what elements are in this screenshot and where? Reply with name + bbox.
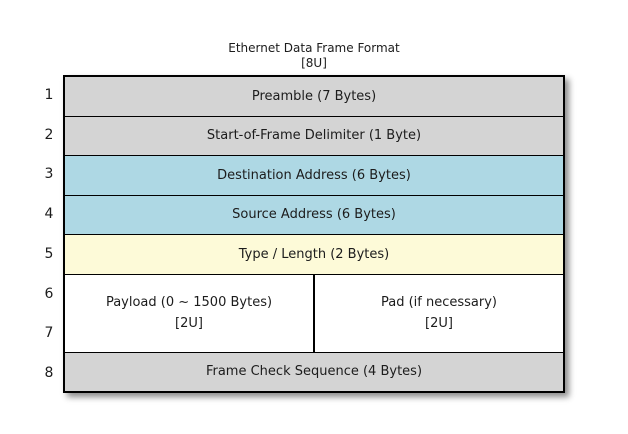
row-number-1: 1 xyxy=(44,86,54,103)
row-number-5: 5 xyxy=(44,245,54,262)
frame-row-fcs: Frame Check Sequence (4 Bytes) xyxy=(65,352,563,391)
frame-row-type-length: Type / Length (2 Bytes) xyxy=(65,235,563,275)
diagram-subtitle: [8U] xyxy=(301,56,327,70)
row-number-column: 1 2 3 4 5 6 7 8 xyxy=(38,75,60,393)
row-number-8: 8 xyxy=(44,365,54,382)
payload-label-line2: [2U] xyxy=(175,316,203,331)
frame-row-preamble: Preamble (7 Bytes) xyxy=(65,77,563,117)
row-label-fcs: Frame Check Sequence (4 Bytes) xyxy=(205,364,423,380)
payload-label-line1: Payload (0 ~ 1500 Bytes) xyxy=(105,295,273,310)
row-label-sfd: Start-of-Frame Delimiter (1 Byte) xyxy=(206,128,422,144)
row-number-6: 6 xyxy=(44,285,54,302)
frame-cell-pad: Pad (if necessary) [2U] xyxy=(315,275,563,352)
row-number-6-7: 6 7 xyxy=(38,274,60,354)
diagram-title-block: Ethernet Data Frame Format [8U] xyxy=(63,41,565,71)
row-label-destination-address: Destination Address (6 Bytes) xyxy=(217,167,411,183)
row-number-3: 3 xyxy=(44,166,54,183)
frame-cell-payload: Payload (0 ~ 1500 Bytes) [2U] xyxy=(65,274,315,352)
frame-format-table: Preamble (7 Bytes) Start-of-Frame Delimi… xyxy=(63,75,565,393)
row-number-4: 4 xyxy=(44,206,54,223)
row-label-source-address: Source Address (6 Bytes) xyxy=(232,207,396,223)
frame-row-destination-address: Destination Address (6 Bytes) xyxy=(65,156,563,196)
row-number-2: 2 xyxy=(44,126,54,143)
frame-row-source-address: Source Address (6 Bytes) xyxy=(65,195,563,235)
frame-row-payload-pad: Payload (0 ~ 1500 Bytes) [2U] Pad (if ne… xyxy=(65,274,563,353)
row-number-7: 7 xyxy=(44,325,54,342)
row-label-type-length: Type / Length (2 Bytes) xyxy=(238,246,390,262)
pad-label-line1: Pad (if necessary) xyxy=(380,295,497,310)
frame-row-sfd: Start-of-Frame Delimiter (1 Byte) xyxy=(65,116,563,156)
row-label-preamble: Preamble (7 Bytes) xyxy=(251,88,377,104)
diagram-title: Ethernet Data Frame Format xyxy=(228,41,400,55)
pad-label-line2: [2U] xyxy=(425,316,453,331)
